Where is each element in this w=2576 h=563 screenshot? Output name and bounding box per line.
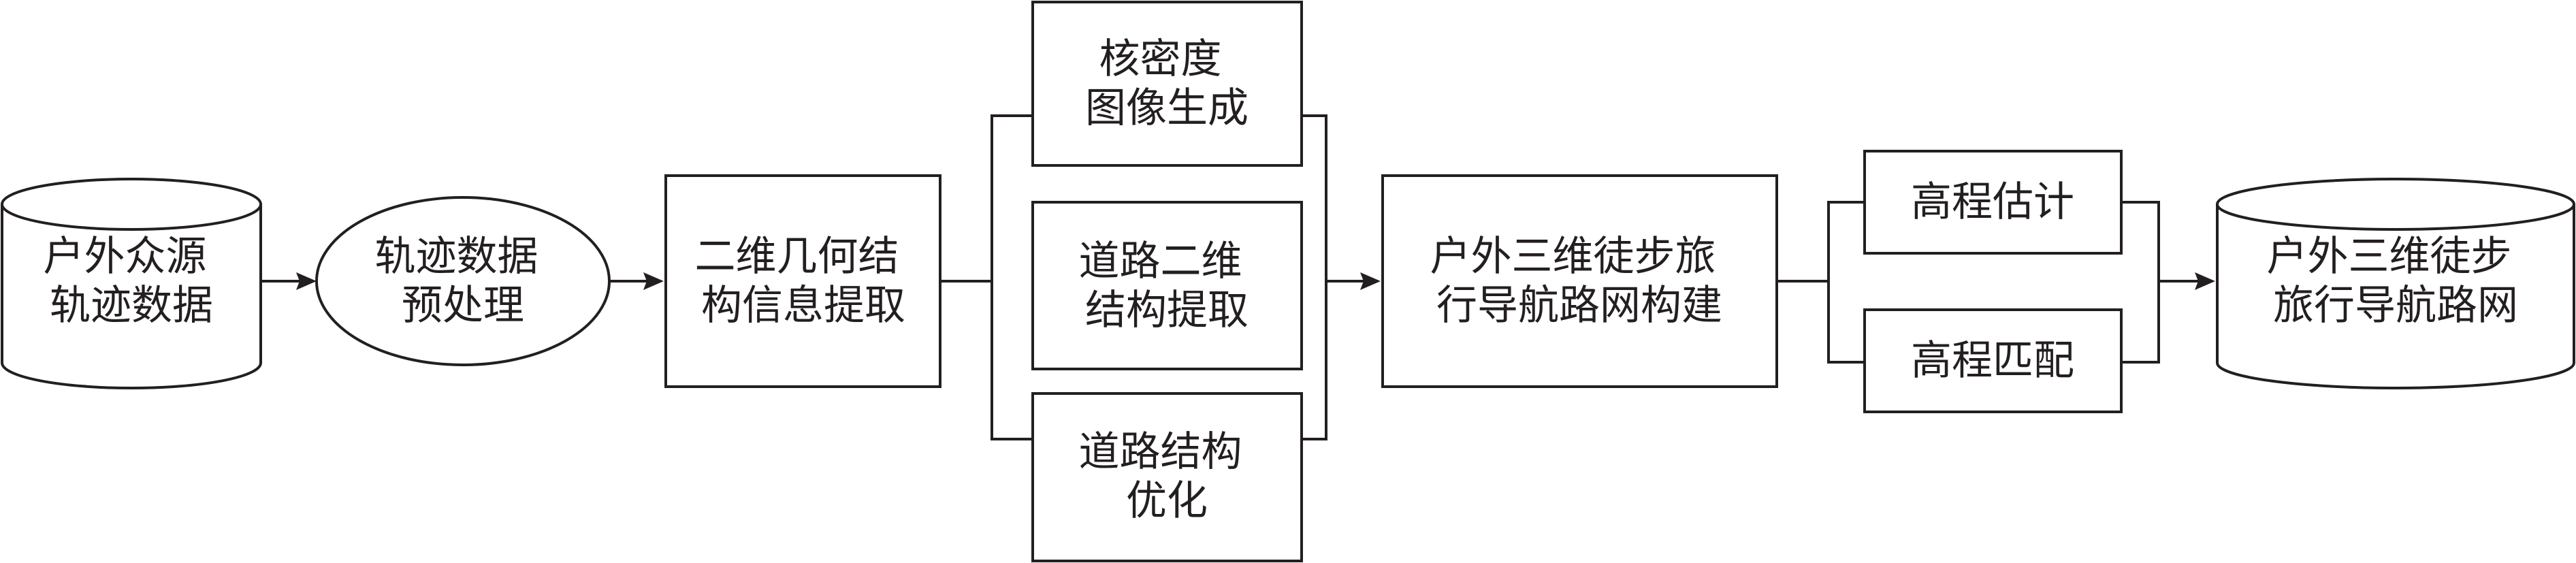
preprocess-label: 轨迹数据 预处理 xyxy=(374,233,551,329)
optimize-box xyxy=(1031,392,1303,562)
arrowhead-icon xyxy=(1360,272,1381,290)
build-3d-label: 户外三维徒步旅 行导航路网构建 xyxy=(1430,233,1728,329)
extract-2d-box xyxy=(664,174,941,388)
kde-label: 核密度 图像生成 xyxy=(1085,35,1249,132)
database-cylinder-icon xyxy=(2216,178,2575,389)
build-3d-box xyxy=(1381,174,1778,388)
result-database-label: 户外三维徒步 旅行导航路网 xyxy=(2266,233,2524,329)
arrowhead-icon xyxy=(296,272,317,290)
result-database-node: 户外三维徒步 旅行导航路网 xyxy=(2216,178,2575,389)
source-database-label: 户外众源 轨迹数据 xyxy=(43,233,219,329)
arrowhead-icon xyxy=(2195,272,2215,290)
extract-2d-label: 二维几何结 构信息提取 xyxy=(694,233,912,329)
elevation-estimation-box xyxy=(1863,150,2123,255)
elevation-matching-label: 高程匹配 xyxy=(1911,337,2074,385)
kde-box xyxy=(1031,1,1303,167)
road-2d-node: 道路二维 结构提取 xyxy=(1031,201,1303,370)
elevation-left-bracket xyxy=(1827,201,1865,364)
road-2d-label: 道路二维 结构提取 xyxy=(1078,238,1255,334)
connectors xyxy=(261,114,2215,440)
elevation-estimation-label: 高程估计 xyxy=(1911,178,2074,226)
road-2d-box xyxy=(1031,201,1303,370)
build-3d-node: 户外三维徒步旅 行导航路网构建 xyxy=(1381,174,1778,388)
database-cylinder-icon xyxy=(0,178,262,389)
extract-2d-node: 二维几何结 构信息提取 xyxy=(664,174,941,388)
elevation-matching-box xyxy=(1863,308,2123,413)
optimize-label: 道路结构 优化 xyxy=(1078,428,1255,525)
kde-node: 核密度 图像生成 xyxy=(1031,1,1303,167)
elevation-matching-node: 高程匹配 xyxy=(1863,308,2123,413)
optimize-node: 道路结构 优化 xyxy=(1031,392,1303,562)
right-bracket xyxy=(1302,114,1327,440)
source-database-node: 户外众源 轨迹数据 xyxy=(0,178,262,389)
preprocess-node: 轨迹数据 预处理 xyxy=(315,196,611,366)
arrowhead-icon xyxy=(643,272,664,290)
elevation-right-bracket xyxy=(2121,201,2160,364)
left-bracket xyxy=(991,114,1033,440)
elevation-estimation-node: 高程估计 xyxy=(1863,150,2123,255)
preprocess-ellipse xyxy=(315,196,611,366)
